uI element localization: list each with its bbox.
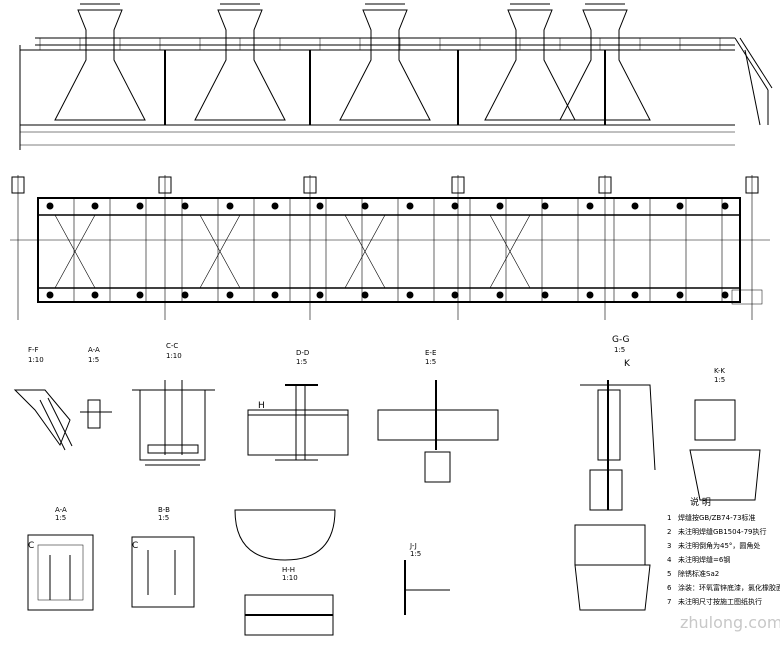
note-number: 7 bbox=[667, 598, 671, 606]
section-title: C-C bbox=[166, 342, 178, 350]
bolt bbox=[46, 291, 54, 299]
bolt bbox=[46, 202, 54, 210]
section-title: D-D bbox=[296, 349, 309, 357]
bolt bbox=[631, 291, 639, 299]
section-scale: 1:5 bbox=[614, 346, 625, 354]
bolt bbox=[631, 202, 639, 210]
section-scale: 1:5 bbox=[158, 514, 169, 522]
section-title: J-J bbox=[409, 542, 417, 550]
bolt bbox=[676, 291, 684, 299]
hopper bbox=[484, 3, 576, 121]
section-title: B-B bbox=[158, 506, 170, 514]
bolt bbox=[586, 202, 594, 210]
bolt bbox=[181, 202, 189, 210]
section-scale: 1:5 bbox=[296, 358, 307, 366]
column-marker bbox=[451, 176, 465, 194]
detail-views bbox=[13, 380, 761, 636]
watermark: zhulong.com bbox=[680, 613, 780, 632]
k-marker: K bbox=[624, 359, 631, 369]
c-marker: C bbox=[28, 541, 34, 551]
bolt bbox=[541, 291, 549, 299]
section-scale: 1:5 bbox=[88, 356, 99, 364]
note-number: 4 bbox=[667, 556, 672, 564]
section-title: A-A bbox=[55, 506, 67, 514]
hopper bbox=[559, 3, 651, 121]
h-marker: H bbox=[258, 401, 265, 411]
hopper bbox=[339, 3, 431, 121]
section-title: F-F bbox=[28, 346, 39, 354]
bolt bbox=[721, 202, 729, 210]
bolt bbox=[136, 202, 144, 210]
column-marker bbox=[11, 176, 25, 194]
section-scale: 1:10 bbox=[28, 356, 44, 364]
section-scale: 1:5 bbox=[425, 358, 436, 366]
column-marker bbox=[303, 176, 317, 194]
note-number: 1 bbox=[667, 514, 671, 522]
note-number: 2 bbox=[667, 528, 671, 536]
bolt bbox=[496, 291, 504, 299]
section-scale: 1:10 bbox=[166, 352, 182, 360]
bolt bbox=[586, 291, 594, 299]
bolt bbox=[226, 202, 234, 210]
bolt bbox=[451, 202, 459, 210]
bolt bbox=[721, 291, 729, 299]
bolt bbox=[226, 291, 234, 299]
note-text: 焊缝按GB/ZB74-73标准 bbox=[678, 513, 756, 522]
note-text: 未注明焊缝GB1504-79执行 bbox=[678, 527, 766, 536]
column-marker bbox=[158, 176, 172, 194]
bolt bbox=[181, 291, 189, 299]
column-marker bbox=[745, 176, 759, 194]
bolt bbox=[406, 291, 414, 299]
section-title: A-A bbox=[88, 346, 100, 354]
notes-block: 说 明 1 焊缝按GB/ZB74-73标准 2 未注明焊缝GB1504-79执行 3 未注… bbox=[667, 496, 780, 606]
section-scale: 1:5 bbox=[410, 550, 421, 558]
section-scale: 1:5 bbox=[55, 514, 66, 522]
stair bbox=[734, 37, 773, 126]
bolt bbox=[361, 291, 369, 299]
note-number: 3 bbox=[667, 542, 671, 550]
section-title: G-G bbox=[612, 335, 630, 345]
bolt bbox=[316, 291, 324, 299]
bolt bbox=[676, 202, 684, 210]
section-title: K-K bbox=[714, 367, 725, 375]
note-text: 未注明尺寸按施工图纸执行 bbox=[678, 597, 762, 606]
column-marker bbox=[598, 176, 612, 194]
notes-title: 说 明 bbox=[690, 496, 711, 508]
bolt bbox=[496, 202, 504, 210]
bolt bbox=[91, 202, 99, 210]
section-scale: 1:5 bbox=[714, 376, 725, 384]
note-text: 涂装：环氧富锌底漆，氯化橡胶面漆 bbox=[678, 583, 780, 592]
bolt bbox=[451, 291, 459, 299]
note-text: 除锈标准Sa2 bbox=[678, 569, 719, 578]
note-text: 未注明倒角为45°，圆角处 bbox=[678, 541, 760, 550]
plan-view bbox=[10, 175, 770, 320]
section-labels: F-F 1:10 A-A 1:5 C-C 1:10 D-D 1:5 E-E 1:… bbox=[28, 335, 725, 582]
c-marker: C bbox=[132, 541, 138, 551]
bolt bbox=[361, 202, 369, 210]
elevation-view bbox=[19, 3, 773, 150]
bolt bbox=[406, 202, 414, 210]
bolt bbox=[136, 291, 144, 299]
hopper bbox=[194, 3, 286, 121]
bolt bbox=[271, 291, 279, 299]
hopper bbox=[54, 3, 146, 121]
note-number: 6 bbox=[667, 584, 672, 592]
bolt bbox=[91, 291, 99, 299]
section-title: H-H bbox=[282, 566, 295, 574]
note-number: 5 bbox=[667, 570, 671, 578]
bolt bbox=[271, 202, 279, 210]
section-title: E-E bbox=[425, 349, 436, 357]
note-text: 未注明焊缝=6钢 bbox=[678, 555, 730, 564]
section-scale: 1:10 bbox=[282, 574, 298, 582]
bolt bbox=[316, 202, 324, 210]
bolt bbox=[541, 202, 549, 210]
